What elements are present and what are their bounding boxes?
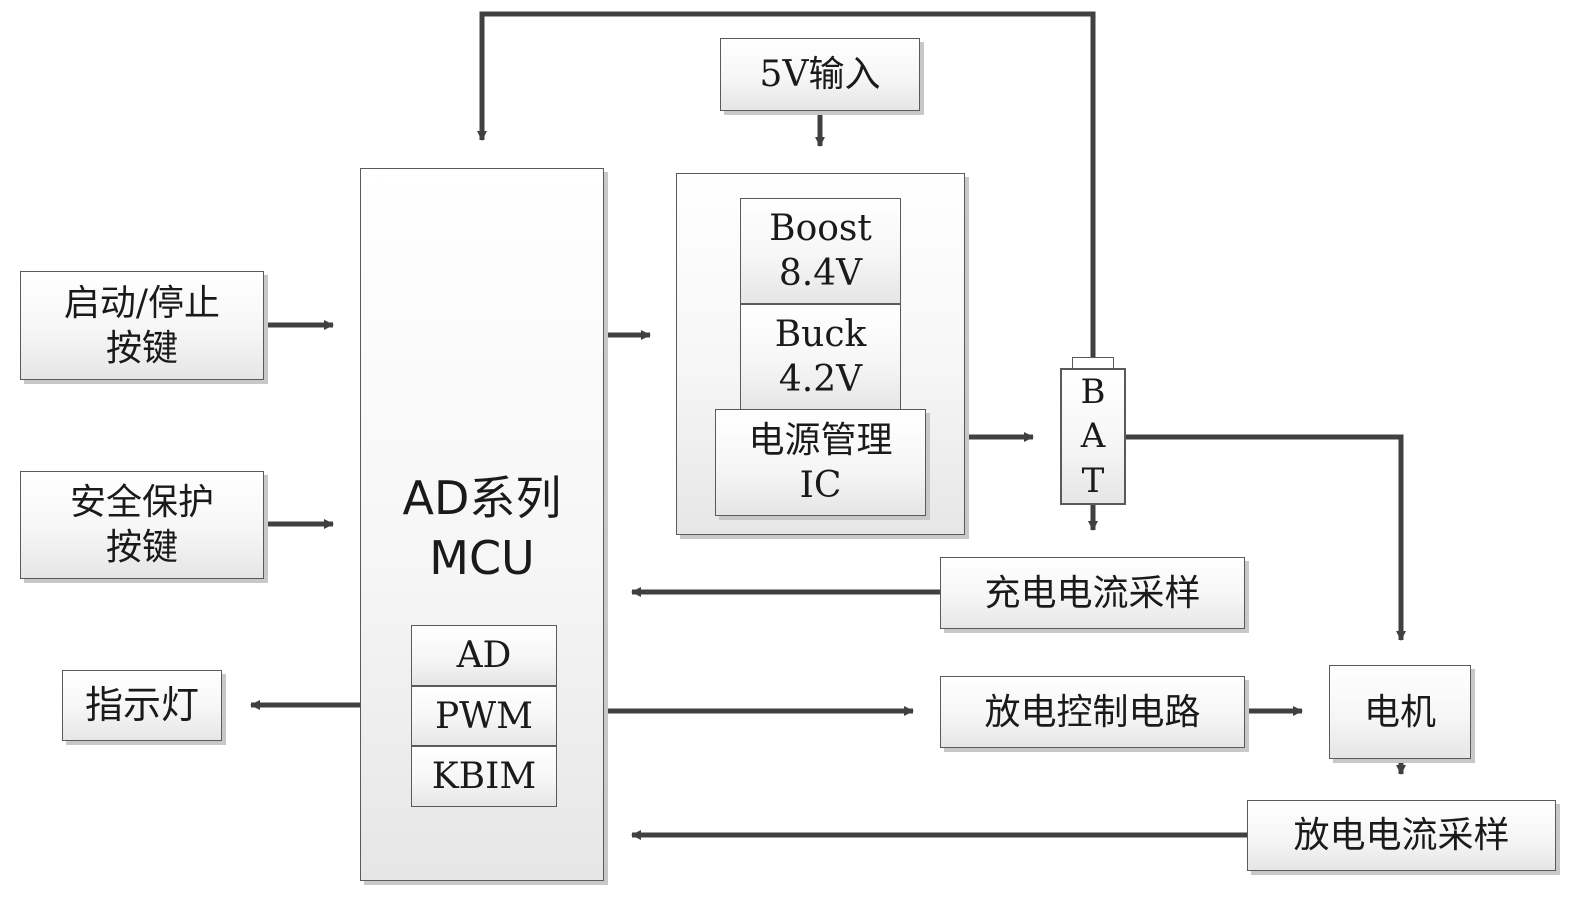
discharge-current-sense-block: 放电电流采样 — [1247, 800, 1556, 871]
mcu-module-pwm-label: PWM — [434, 695, 534, 737]
battery-letter-t: T — [1081, 460, 1105, 501]
start-stop-key-label-1: 启动/停止 — [63, 282, 221, 324]
input-5v-label: 5V输入 — [759, 54, 881, 95]
power-management-ic-label-1: 电源管理 — [748, 419, 893, 461]
arrow-bat-to-motor — [1126, 434, 1406, 641]
indicator-light-label: 指示灯 — [84, 682, 199, 727]
input-5v-block: 5V输入 — [720, 38, 920, 111]
motor-block: 电机 — [1329, 665, 1471, 759]
mcu-series-label: AD系列 — [402, 471, 562, 525]
boost-block: Boost 8.4V — [740, 198, 901, 304]
mcu-module-kbim: KBIM — [411, 746, 557, 807]
start-stop-key-block: 启动/停止 按键 — [20, 271, 264, 380]
safety-key-label-1: 安全保护 — [69, 482, 214, 523]
power-management-ic-label-2: IC — [799, 464, 842, 506]
motor-label: 电机 — [1363, 691, 1436, 733]
battery-letter-b: B — [1080, 372, 1106, 413]
mcu-module-ad-label: AD — [456, 635, 512, 676]
boost-label: Boost — [769, 208, 872, 249]
buck-block: Buck 4.2V — [740, 304, 901, 410]
battery-letter-a: A — [1080, 416, 1106, 457]
safety-key-label-2: 按键 — [105, 527, 178, 568]
mcu-module-kbim-label: KBIM — [431, 756, 537, 797]
discharge-current-sense-label: 放电电流采样 — [1293, 815, 1510, 856]
battery-block: B A T — [1060, 368, 1126, 505]
buck-label: Buck — [774, 314, 867, 355]
discharge-control-label: 放电控制电路 — [984, 691, 1201, 733]
mcu-module-pwm: PWM — [411, 686, 557, 746]
arrow-bat-to-mcu — [477, 11, 1096, 358]
mcu-module-ad: AD — [411, 625, 557, 686]
power-management-ic-block: 电源管理 IC — [715, 409, 926, 516]
buck-voltage-label: 4.2V — [778, 359, 863, 400]
safety-key-block: 安全保护 按键 — [20, 471, 264, 579]
charge-current-sense-block: 充电电流采样 — [940, 557, 1245, 629]
indicator-light-block: 指示灯 — [62, 670, 222, 741]
charge-current-sense-label: 充电电流采样 — [984, 572, 1201, 614]
start-stop-key-label-2: 按键 — [105, 327, 178, 369]
discharge-control-block: 放电控制电路 — [940, 676, 1245, 748]
boost-voltage-label: 8.4V — [778, 253, 863, 294]
mcu-label: MCU — [429, 530, 535, 585]
